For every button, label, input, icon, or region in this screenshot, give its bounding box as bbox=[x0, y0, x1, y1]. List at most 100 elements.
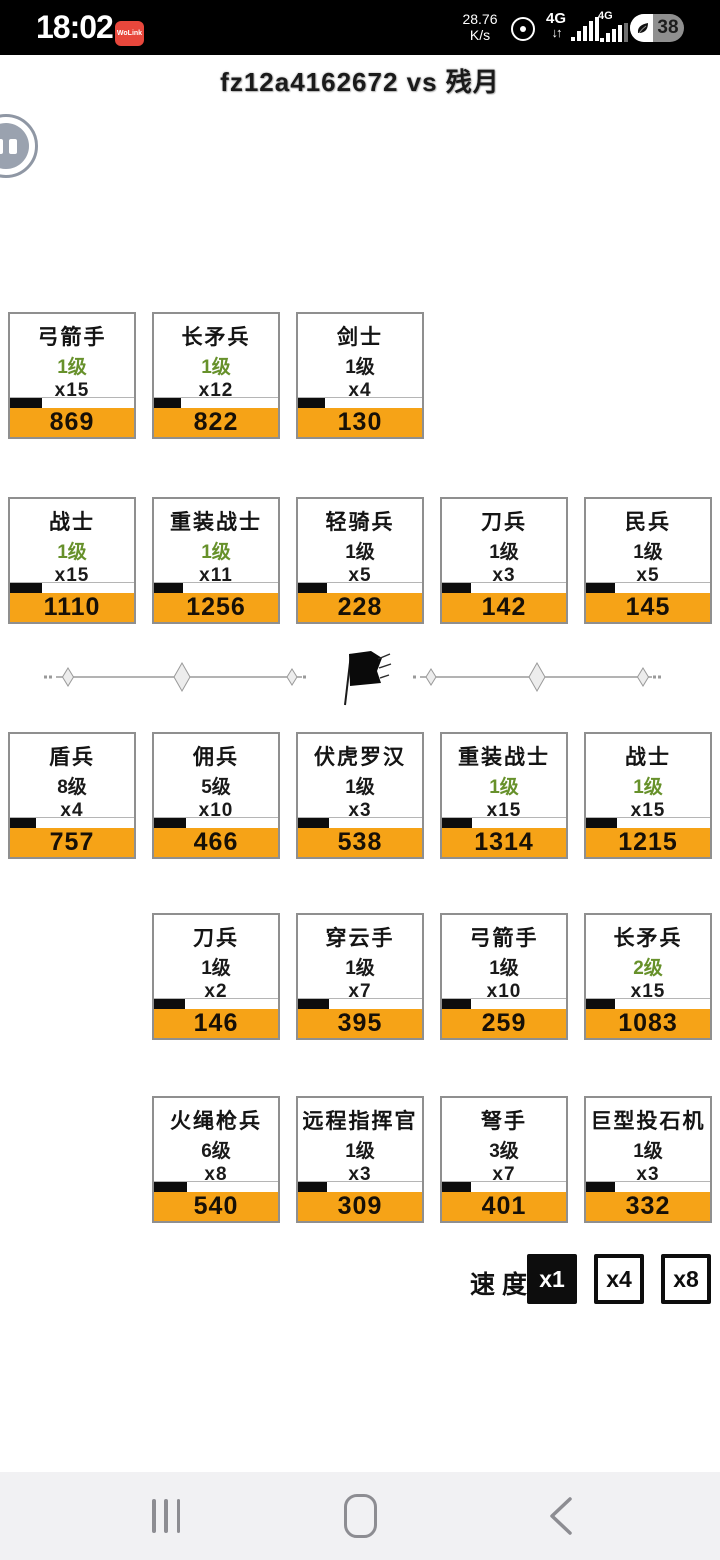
unit-card[interactable]: 轻骑兵 1级 x5 228 bbox=[296, 497, 424, 624]
unit-level: 1级 bbox=[57, 357, 87, 378]
unit-hp-bar: 822 bbox=[154, 408, 278, 437]
unit-progress-track bbox=[442, 817, 566, 828]
unit-progress-fill bbox=[154, 583, 183, 593]
unit-name: 重装战士 bbox=[458, 746, 550, 769]
unit-card[interactable]: 穿云手 1级 x7 395 bbox=[296, 913, 424, 1040]
unit-card[interactable]: 重装战士 1级 x15 1314 bbox=[440, 732, 568, 859]
unit-card[interactable]: 弓箭手 1级 x15 869 bbox=[8, 312, 136, 439]
unit-hp-bar: 309 bbox=[298, 1192, 422, 1221]
unit-hp-bar: 130 bbox=[298, 408, 422, 437]
unit-progress-fill bbox=[154, 999, 185, 1009]
unit-progress-fill bbox=[586, 1182, 615, 1192]
unit-name: 战士 bbox=[49, 511, 95, 534]
unit-card[interactable]: 长矛兵 2级 x15 1083 bbox=[584, 913, 712, 1040]
unit-name: 穿云手 bbox=[325, 927, 395, 950]
unit-hp-value: 540 bbox=[193, 1192, 239, 1220]
unit-hp-bar: 1110 bbox=[10, 593, 134, 622]
unit-card[interactable]: 佣兵 5级 x10 466 bbox=[152, 732, 280, 859]
unit-hp-value: 1256 bbox=[186, 593, 246, 621]
pause-button[interactable] bbox=[0, 114, 38, 178]
unit-hp-value: 822 bbox=[193, 408, 239, 436]
unit-count: x4 bbox=[348, 380, 372, 401]
unit-name: 刀兵 bbox=[481, 511, 527, 534]
unit-hp-bar: 1256 bbox=[154, 593, 278, 622]
unit-card[interactable]: 战士 1级 x15 1110 bbox=[8, 497, 136, 624]
unit-count: x3 bbox=[492, 565, 516, 586]
unit-card[interactable]: 刀兵 1级 x2 146 bbox=[152, 913, 280, 1040]
home-icon[interactable] bbox=[344, 1494, 377, 1538]
unit-count: x15 bbox=[54, 565, 90, 586]
network-type-2: 4G bbox=[598, 10, 613, 22]
unit-name: 刀兵 bbox=[193, 927, 239, 950]
unit-hp-bar: 1314 bbox=[442, 828, 566, 857]
unit-card[interactable]: 重装战士 1级 x11 1256 bbox=[152, 497, 280, 624]
unit-level: 2级 bbox=[633, 958, 663, 979]
unit-hp-bar: 1215 bbox=[586, 828, 710, 857]
unit-hp-value: 145 bbox=[625, 593, 671, 621]
unit-hp-value: 259 bbox=[481, 1009, 527, 1037]
unit-hp-value: 757 bbox=[49, 828, 95, 856]
unit-level: 1级 bbox=[489, 542, 519, 563]
unit-progress-track bbox=[298, 1181, 422, 1192]
unit-card[interactable]: 剑士 1级 x4 130 bbox=[296, 312, 424, 439]
unit-name: 盾兵 bbox=[49, 746, 95, 769]
unit-level: 1级 bbox=[489, 958, 519, 979]
unit-progress-fill bbox=[10, 818, 37, 828]
back-icon[interactable] bbox=[546, 1496, 576, 1536]
unit-progress-fill bbox=[298, 1182, 327, 1192]
unit-level: 1级 bbox=[633, 777, 663, 798]
speed-x8-button[interactable]: x8 bbox=[661, 1254, 711, 1304]
hotspot-ring bbox=[511, 17, 535, 41]
clock: 18:02 bbox=[36, 9, 114, 45]
unit-name: 轻骑兵 bbox=[325, 511, 395, 534]
unit-hp-value: 1215 bbox=[618, 828, 678, 856]
unit-level: 1级 bbox=[201, 958, 231, 979]
unit-card[interactable]: 刀兵 1级 x3 142 bbox=[440, 497, 568, 624]
unit-name: 长矛兵 bbox=[181, 326, 251, 349]
unit-card[interactable]: 巨型投石机 1级 x3 332 bbox=[584, 1096, 712, 1223]
battle-title: fz12a4162672 vs 残月 bbox=[220, 67, 500, 97]
unit-name: 重装战士 bbox=[170, 511, 262, 534]
unit-card[interactable]: 盾兵 8级 x4 757 bbox=[8, 732, 136, 859]
unit-count: x10 bbox=[486, 981, 522, 1002]
unit-card[interactable]: 弩手 3级 x7 401 bbox=[440, 1096, 568, 1223]
unit-hp-bar: 228 bbox=[298, 593, 422, 622]
unit-progress-track bbox=[154, 998, 278, 1009]
unit-progress-fill bbox=[298, 583, 327, 593]
unit-count: x7 bbox=[492, 1164, 516, 1185]
unit-level: 1级 bbox=[345, 1141, 375, 1162]
unit-progress-track bbox=[442, 1181, 566, 1192]
unit-hp-bar: 395 bbox=[298, 1009, 422, 1038]
unit-progress-fill bbox=[154, 1182, 188, 1192]
unit-card[interactable]: 长矛兵 1级 x12 822 bbox=[152, 312, 280, 439]
recents-icon[interactable] bbox=[152, 1499, 180, 1533]
unit-hp-value: 1314 bbox=[474, 828, 534, 856]
network-speed: 28.76 K/s bbox=[455, 11, 505, 43]
unit-level: 8级 bbox=[57, 777, 87, 798]
unit-hp-bar: 538 bbox=[298, 828, 422, 857]
unit-hp-bar: 146 bbox=[154, 1009, 278, 1038]
unit-hp-value: 228 bbox=[337, 593, 383, 621]
unit-hp-value: 1083 bbox=[618, 1009, 678, 1037]
unit-count: x15 bbox=[486, 800, 522, 821]
unit-card[interactable]: 弓箭手 1级 x10 259 bbox=[440, 913, 568, 1040]
unit-progress-track bbox=[586, 1181, 710, 1192]
unit-level: 1级 bbox=[633, 542, 663, 563]
unit-card[interactable]: 战士 1级 x15 1215 bbox=[584, 732, 712, 859]
unit-name: 巨型投石机 bbox=[590, 1110, 706, 1133]
unit-card[interactable]: 火绳枪兵 6级 x8 540 bbox=[152, 1096, 280, 1223]
speed-x4-button[interactable]: x4 bbox=[594, 1254, 644, 1304]
unit-progress-fill bbox=[154, 818, 187, 828]
unit-progress-track bbox=[442, 582, 566, 593]
unit-count: x8 bbox=[204, 1164, 228, 1185]
unit-card[interactable]: 民兵 1级 x5 145 bbox=[584, 497, 712, 624]
unit-count: x3 bbox=[348, 1164, 372, 1185]
unit-progress-track bbox=[154, 1181, 278, 1192]
unit-hp-value: 142 bbox=[481, 593, 527, 621]
unit-count: x5 bbox=[636, 565, 660, 586]
unit-card[interactable]: 远程指挥官 1级 x3 309 bbox=[296, 1096, 424, 1223]
unit-progress-track bbox=[298, 817, 422, 828]
unit-progress-track bbox=[442, 998, 566, 1009]
unit-card[interactable]: 伏虎罗汉 1级 x3 538 bbox=[296, 732, 424, 859]
speed-x1-button[interactable]: x1 bbox=[527, 1254, 577, 1304]
